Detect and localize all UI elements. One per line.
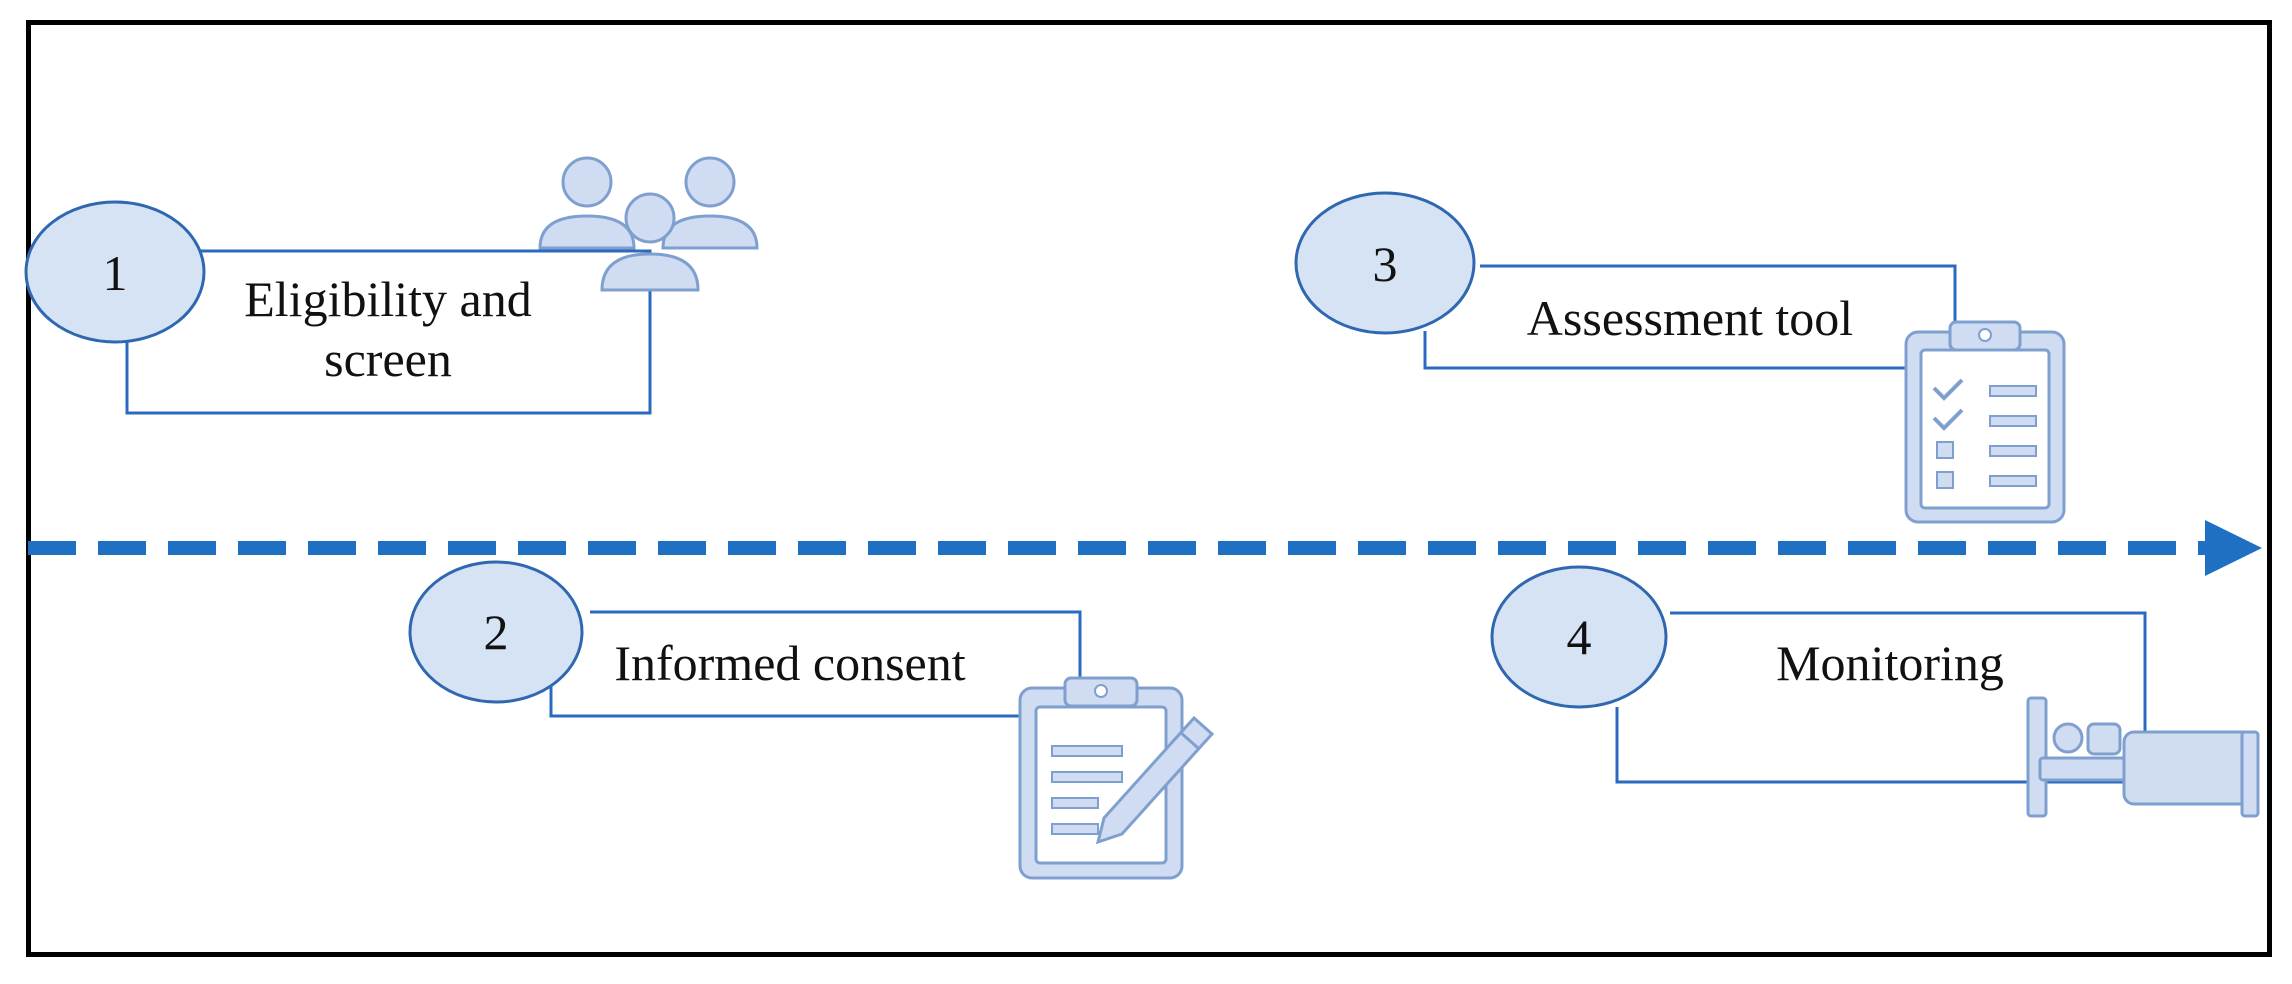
- step2-number: 2: [483, 604, 509, 660]
- step1-number: 1: [102, 245, 128, 301]
- step4-number: 4: [1566, 609, 1592, 665]
- step3-label: Assessment tool: [1526, 290, 1854, 346]
- step1-label-line2: screen: [324, 331, 452, 387]
- step4-label: Monitoring: [1776, 635, 2004, 691]
- step1-circle: [24, 200, 206, 344]
- step4-circle: [1490, 565, 1668, 709]
- step2-circle: [408, 560, 584, 704]
- diagram-frame: [26, 20, 2272, 957]
- timeline-arrow: [28, 520, 2262, 576]
- people-group-icon: [538, 156, 759, 292]
- step1-connector-box: [125, 249, 652, 415]
- step3-circle: [1294, 191, 1476, 335]
- step1-label-line1: Eligibility and: [244, 271, 532, 327]
- step2-label: Informed consent: [614, 635, 966, 691]
- step3-number: 3: [1372, 236, 1398, 292]
- clipboard-checklist-icon: [1904, 320, 2066, 524]
- clipboard-pen-icon: [1018, 676, 1215, 880]
- hospital-bed-icon: [2026, 696, 2260, 818]
